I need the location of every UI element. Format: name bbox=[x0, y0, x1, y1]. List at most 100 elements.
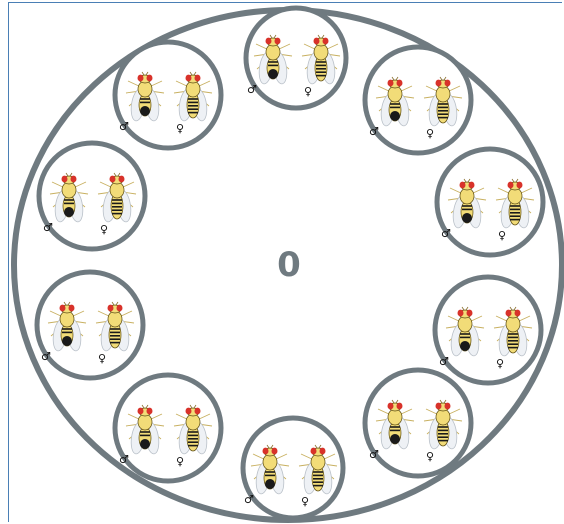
fly-eye-right bbox=[147, 408, 153, 415]
female-symbol: ♀ bbox=[304, 85, 312, 98]
male-symbol: ♂ bbox=[41, 350, 51, 363]
fly-thorax bbox=[458, 316, 472, 332]
fly-thorax bbox=[108, 311, 122, 327]
male-symbol: ♂ bbox=[439, 355, 449, 368]
fly-eye-right bbox=[469, 182, 475, 189]
fly-thorax bbox=[311, 454, 325, 470]
fly-eye-left bbox=[186, 75, 192, 82]
fly-thorax bbox=[62, 182, 76, 198]
fly-eye-right bbox=[147, 75, 153, 82]
fly-eye-right bbox=[119, 176, 125, 183]
female-symbol: ♀ bbox=[498, 229, 506, 242]
mating-chamber: ♂♀ bbox=[246, 8, 346, 108]
male-symbol: ♂ bbox=[441, 227, 451, 240]
chamber-ring bbox=[115, 42, 221, 148]
fly-eye-right bbox=[517, 182, 523, 189]
male-symbol: ♂ bbox=[43, 221, 53, 234]
fly-thorax bbox=[138, 414, 152, 430]
center-label: 0 bbox=[277, 245, 301, 285]
fly-eye-left bbox=[314, 38, 320, 45]
fly-dark-tip bbox=[64, 207, 74, 217]
fly-thorax bbox=[263, 454, 277, 470]
fly-eye-left bbox=[263, 448, 269, 455]
mating-chamber: ♂♀ bbox=[37, 272, 143, 378]
fly-eye-left bbox=[186, 408, 192, 415]
female-symbol: ♀ bbox=[98, 352, 106, 365]
fly-eye-left bbox=[388, 80, 394, 87]
fly-dark-tip bbox=[390, 434, 400, 444]
mating-chamber: ♂♀ bbox=[39, 143, 145, 249]
mating-chamber: ♂♀ bbox=[115, 375, 221, 481]
male-symbol: ♂ bbox=[247, 83, 257, 96]
female-symbol: ♀ bbox=[426, 127, 434, 140]
fly-eye-right bbox=[195, 75, 201, 82]
fly-thorax bbox=[508, 188, 522, 204]
male-symbol: ♂ bbox=[244, 493, 254, 506]
fly-thorax bbox=[314, 44, 328, 60]
female-symbol: ♀ bbox=[100, 223, 108, 236]
fly-thorax bbox=[460, 188, 474, 204]
fly-eye-right bbox=[275, 38, 281, 45]
fly-dark-tip bbox=[140, 439, 150, 449]
fly-eye-left bbox=[311, 448, 317, 455]
chamber-ring bbox=[115, 375, 221, 481]
fly-thorax bbox=[186, 81, 200, 97]
fly-eye-left bbox=[508, 182, 514, 189]
mating-chamber: ♂♀ bbox=[365, 370, 471, 476]
fly-eye-right bbox=[69, 305, 75, 312]
fly-thorax bbox=[388, 86, 402, 102]
chamber-ring bbox=[435, 277, 541, 383]
chamber-ring bbox=[37, 272, 143, 378]
male-symbol: ♂ bbox=[119, 453, 129, 466]
fly-eye-left bbox=[460, 182, 466, 189]
fly-eye-left bbox=[60, 305, 66, 312]
fly-eye-right bbox=[272, 448, 278, 455]
fly-eye-left bbox=[138, 408, 144, 415]
female-symbol: ♀ bbox=[176, 455, 184, 468]
chamber-ring bbox=[365, 47, 471, 153]
fly-eye-right bbox=[323, 38, 329, 45]
fly-eye-left bbox=[266, 38, 272, 45]
mating-chamber: ♂♀ bbox=[115, 42, 221, 148]
fly-eye-left bbox=[436, 403, 442, 410]
fly-eye-right bbox=[397, 403, 403, 410]
fly-thorax bbox=[138, 81, 152, 97]
fly-eye-right bbox=[515, 310, 521, 317]
fly-eye-right bbox=[320, 448, 326, 455]
fly-dark-tip bbox=[268, 69, 278, 79]
mating-chamber: ♂♀ bbox=[365, 47, 471, 153]
chamber-ring bbox=[365, 370, 471, 476]
fly-dark-tip bbox=[62, 336, 72, 346]
fly-eye-left bbox=[506, 310, 512, 317]
female-symbol: ♀ bbox=[426, 450, 434, 463]
fly-eye-right bbox=[195, 408, 201, 415]
fly-dark-tip bbox=[265, 479, 275, 489]
fly-eye-right bbox=[71, 176, 77, 183]
mating-chamber: ♂♀ bbox=[243, 418, 343, 518]
fly-eye-right bbox=[445, 80, 451, 87]
fly-thorax bbox=[506, 316, 520, 332]
mating-chamber: ♂♀ bbox=[437, 149, 543, 255]
fly-thorax bbox=[110, 182, 124, 198]
fly-eye-left bbox=[388, 403, 394, 410]
fly-eye-right bbox=[445, 403, 451, 410]
fly-thorax bbox=[186, 414, 200, 430]
chamber-ring bbox=[437, 149, 543, 255]
fly-eye-left bbox=[108, 305, 114, 312]
female-symbol: ♀ bbox=[301, 495, 309, 508]
male-symbol: ♂ bbox=[369, 125, 379, 138]
fly-eye-left bbox=[458, 310, 464, 317]
fly-dark-tip bbox=[390, 111, 400, 121]
fly-dark-tip bbox=[462, 213, 472, 223]
male-symbol: ♂ bbox=[119, 120, 129, 133]
fly-eye-left bbox=[110, 176, 116, 183]
female-symbol: ♀ bbox=[496, 357, 504, 370]
male-symbol: ♂ bbox=[369, 448, 379, 461]
fly-dark-tip bbox=[140, 106, 150, 116]
fly-thorax bbox=[436, 86, 450, 102]
fly-thorax bbox=[388, 409, 402, 425]
female-symbol: ♀ bbox=[176, 122, 184, 135]
mating-chamber: ♂♀ bbox=[435, 277, 541, 383]
fly-eye-left bbox=[138, 75, 144, 82]
